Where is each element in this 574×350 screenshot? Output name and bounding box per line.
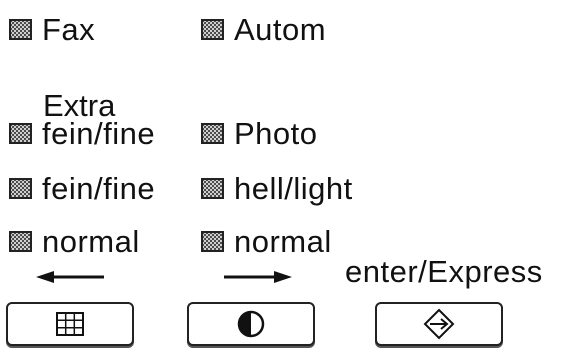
light-led-icon bbox=[201, 178, 224, 199]
autom-led-icon bbox=[201, 19, 224, 40]
extra-caption: Extra bbox=[43, 88, 116, 123]
indicator-autom: Autom bbox=[201, 14, 326, 45]
normal-left-led-icon bbox=[9, 231, 32, 252]
enter-diamond-icon bbox=[423, 308, 455, 340]
indicator-extra-fine: fein/fine bbox=[9, 118, 155, 149]
contrast-icon bbox=[237, 310, 265, 338]
fax-label: Fax bbox=[42, 12, 96, 47]
arrow-right-icon bbox=[224, 271, 292, 283]
indicator-normal-left: normal bbox=[9, 226, 140, 257]
fax-led-icon bbox=[9, 19, 32, 40]
light-label: hell/light bbox=[234, 171, 353, 206]
indicator-fine: fein/fine bbox=[9, 173, 155, 204]
normal-right-label: normal bbox=[234, 224, 332, 259]
normal-right-led-icon bbox=[201, 231, 224, 252]
grid-key-button[interactable] bbox=[6, 302, 134, 346]
contrast-key-button[interactable] bbox=[187, 302, 315, 346]
fine-led-icon bbox=[9, 178, 32, 199]
fine-label: fein/fine bbox=[42, 171, 156, 206]
arrow-left-icon bbox=[36, 271, 104, 283]
indicator-normal-right: normal bbox=[201, 226, 332, 257]
grid-icon bbox=[56, 312, 84, 336]
indicator-light: hell/light bbox=[201, 173, 353, 204]
extra-fine-led-icon bbox=[9, 123, 32, 144]
photo-led-icon bbox=[201, 123, 224, 144]
express-label: enter/Express bbox=[345, 254, 543, 289]
indicator-photo: Photo bbox=[201, 118, 318, 149]
express-key-button[interactable] bbox=[375, 302, 503, 346]
photo-label: Photo bbox=[234, 116, 318, 151]
normal-left-label: normal bbox=[42, 224, 140, 259]
extra-fine-label: fein/fine bbox=[42, 116, 156, 151]
autom-label: Autom bbox=[234, 12, 327, 47]
indicator-fax: Fax bbox=[9, 14, 95, 45]
